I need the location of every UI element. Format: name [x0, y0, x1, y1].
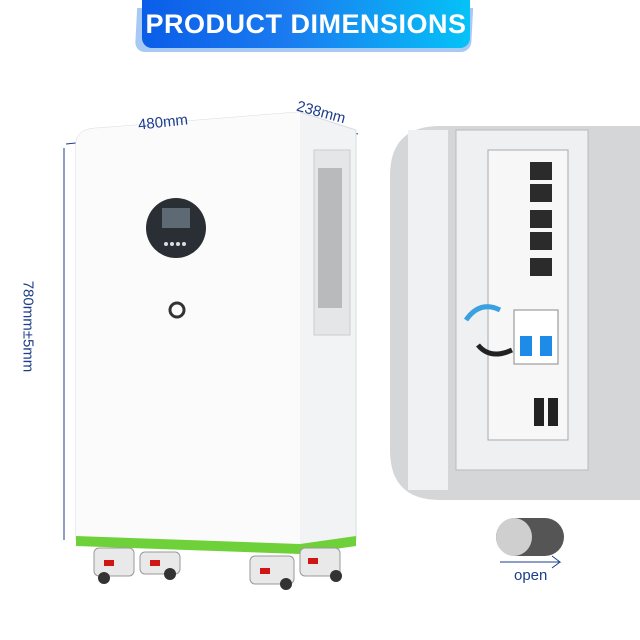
black-cable: [476, 343, 514, 357]
caster-wheels: [93, 547, 341, 585]
green-base-strip: [76, 536, 356, 554]
blue-cable: [463, 304, 502, 322]
battery-cabinet: [75, 111, 357, 590]
title-banner: PRODUCT DIMENSIONS: [142, 0, 470, 48]
height-label: 780mm±5mm: [19, 280, 37, 373]
page-title: PRODUCT DIMENSIONS: [145, 8, 467, 39]
panel-closeup: [390, 126, 640, 500]
open-caption: open: [514, 567, 548, 584]
cap-icon: [496, 518, 564, 556]
port: [534, 398, 544, 426]
power-button-icon: [168, 301, 186, 319]
arrow-right-icon: [500, 555, 562, 569]
terminal-blocks: [530, 162, 552, 276]
port: [548, 398, 558, 426]
panel-buttons: [164, 242, 186, 246]
lcd-screen: [162, 208, 190, 228]
